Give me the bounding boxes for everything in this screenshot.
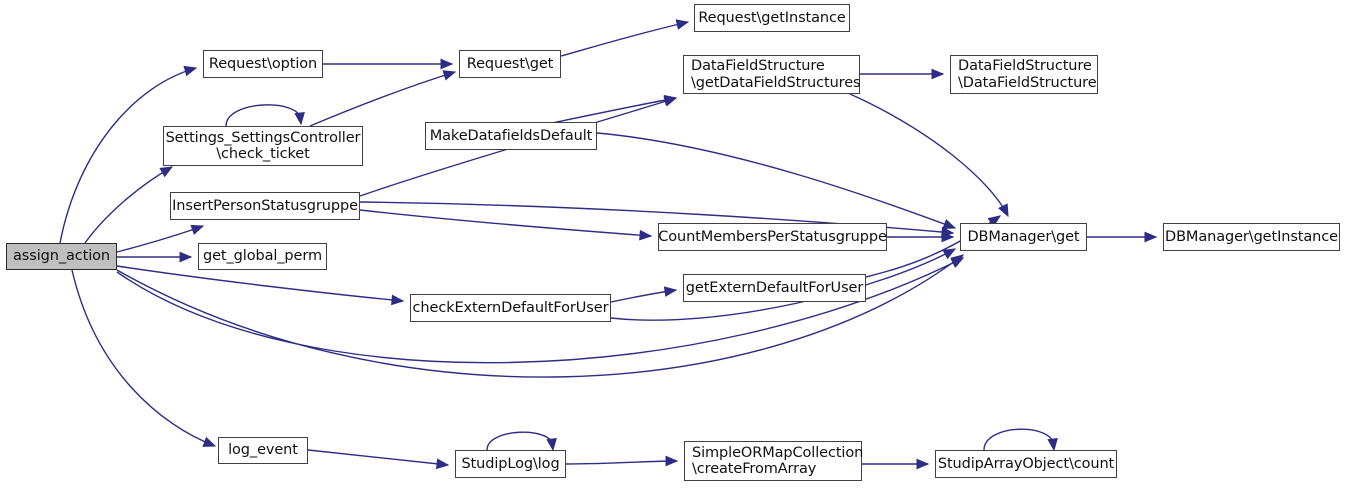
graph-node-datafieldstructure_datafieldstructure[interactable]: DataFieldStructure \DataFieldStructure: [950, 55, 1098, 94]
edge-arrowhead: [442, 70, 457, 81]
edge-log_event-to-studiplog_log: [307, 449, 449, 466]
graph-node-make_datafields_default[interactable]: MakeDatafieldsDefault: [425, 122, 597, 150]
edge-arrowhead: [663, 94, 678, 106]
graph-node-request_get[interactable]: Request\get: [459, 50, 561, 78]
graph-node-label: getExternDefaultForUser: [685, 279, 864, 296]
edge-arrowhead: [931, 68, 945, 80]
graph-node-label: get_global_perm: [203, 248, 322, 265]
graph-node-label: MakeDatafieldsDefault: [429, 127, 593, 144]
graph-node-studiparrayobject_count[interactable]: StudipArrayObject\count: [935, 450, 1117, 478]
graph-node-assign_action[interactable]: assign_action: [6, 243, 117, 270]
graph-node-dbmanager_get[interactable]: DBManager\get: [960, 223, 1087, 251]
graph-node-label: log_event: [228, 442, 298, 459]
edge-arrowhead: [916, 458, 930, 470]
graph-node-label: SimpleORMapCollection \createFromArray: [692, 444, 864, 478]
edge-arrowhead: [942, 248, 957, 260]
edge-make_datafields_default-to-dbmanager_get: [596, 132, 956, 229]
graph-node-label: assign_action: [13, 248, 110, 265]
edge-arrowhead: [639, 229, 653, 241]
graph-node-log_event[interactable]: log_event: [218, 437, 308, 464]
graph-node-label: Request\getInstance: [698, 9, 846, 26]
edge-arrowhead: [942, 218, 957, 229]
edge-check_extern_default_for_user-to-dbmanager_get: [610, 248, 956, 321]
graph-node-label: Request\get: [466, 55, 554, 72]
graph-node-simpleormapcollection_createfromarray[interactable]: SimpleORMapCollection \createFromArray: [684, 441, 864, 481]
edge-arrowhead: [179, 251, 193, 263]
edge-studiplog_log-to-simpleormapcollection_createfromarray: [565, 460, 678, 465]
edge-assign_action-to-dbmanager_get-alt: [116, 257, 964, 364]
graph-node-label: StudipArrayObject\count: [937, 455, 1115, 472]
graph-node-label: StudipLog\log: [461, 455, 560, 472]
edge-assign_action-to-settings_check_ticket: [84, 166, 173, 244]
edge-request_get-to-request_get_instance: [560, 21, 689, 57]
graph-node-get_extern_default_for_user[interactable]: getExternDefaultForUser: [683, 274, 866, 302]
graph-node-label: DBManager\get: [967, 228, 1080, 245]
graph-node-insert_person_statusgruppe[interactable]: InsertPersonStatusgruppe: [170, 192, 360, 220]
edge-arrowhead: [1047, 437, 1058, 452]
edge-arrowhead: [663, 286, 678, 297]
edge-arrowhead: [159, 166, 174, 178]
graph-node-label: CountMembersPerStatusgruppe: [658, 228, 887, 245]
graph-node-label: DataFieldStructure \DataFieldStructure: [958, 58, 1097, 91]
graph-node-settings_check_ticket[interactable]: Settings_SettingsController \check_ticke…: [163, 126, 363, 166]
edge-assign_action-to-request_option: [59, 67, 197, 244]
edge-arrowhead: [391, 294, 405, 306]
edge-datafieldstructure_getdatafieldstructures-to-dbmanager_get: [849, 93, 1009, 217]
edge-arrowhead: [1144, 231, 1158, 243]
edge-arrowhead: [202, 436, 217, 447]
graph-node-label: DBManager\getInstance: [1165, 228, 1338, 245]
edge-settings_check_ticket-to-request_get: [309, 71, 456, 127]
edge-arrowhead: [941, 231, 955, 243]
edge-arrowhead: [675, 19, 690, 30]
graph-node-studiplog_log[interactable]: StudipLog\log: [455, 450, 566, 478]
graph-node-label: InsertPersonStatusgruppe: [172, 197, 358, 214]
edge-arrowhead: [665, 455, 679, 467]
edge-studiplog_log-self: [486, 431, 554, 451]
edge-settings_check_ticket-self: [225, 104, 302, 127]
edge-arrowhead: [436, 458, 450, 470]
graph-node-request_option[interactable]: Request\option: [203, 50, 323, 78]
edge-insert_person_statusgruppe-to-dbmanager_get: [359, 201, 954, 234]
graph-node-datafieldstructure_getdatafieldstructures[interactable]: DataFieldStructure \getDataFieldStructur…: [683, 55, 861, 94]
graph-node-label: DataFieldStructure \getDataFieldStructur…: [691, 58, 861, 91]
graph-node-request_get_instance[interactable]: Request\getInstance: [694, 4, 850, 32]
graph-node-count_members_per_statusgruppe[interactable]: CountMembersPerStatusgruppe: [658, 223, 887, 251]
edge-arrowhead: [440, 58, 454, 70]
edge-arrowhead: [987, 215, 1002, 227]
edge-arrowhead: [183, 65, 198, 77]
edge-studiparrayobject_count-self: [983, 428, 1055, 451]
graph-node-get_global_perm[interactable]: get_global_perm: [198, 243, 327, 270]
edge-arrowhead: [998, 203, 1009, 218]
edge-assign_action-to-insert_person_statusgruppe: [116, 225, 204, 253]
edge-arrowhead: [546, 437, 557, 452]
edge-assign_action-to-dbmanager_get: [116, 254, 964, 378]
edge-assign_action-to-log_event: [71, 269, 216, 447]
edge-assign_action-to-check_extern_default_for_user: [116, 265, 404, 302]
graph-node-dbmanager_getinstance[interactable]: DBManager\getInstance: [1163, 223, 1340, 251]
edge-arrowhead: [950, 257, 965, 268]
graph-node-label: checkExternDefaultForUser: [412, 299, 609, 316]
graph-node-check_extern_default_for_user[interactable]: checkExternDefaultForUser: [410, 294, 611, 322]
edge-arrowhead: [294, 111, 305, 126]
graph-node-label: Request\option: [208, 55, 318, 72]
edge-insert_person_statusgruppe-to-count_members_per_statusgruppe: [359, 209, 652, 237]
edge-arrowhead: [190, 224, 205, 235]
graph-node-label: Settings_SettingsController \check_ticke…: [165, 129, 361, 163]
